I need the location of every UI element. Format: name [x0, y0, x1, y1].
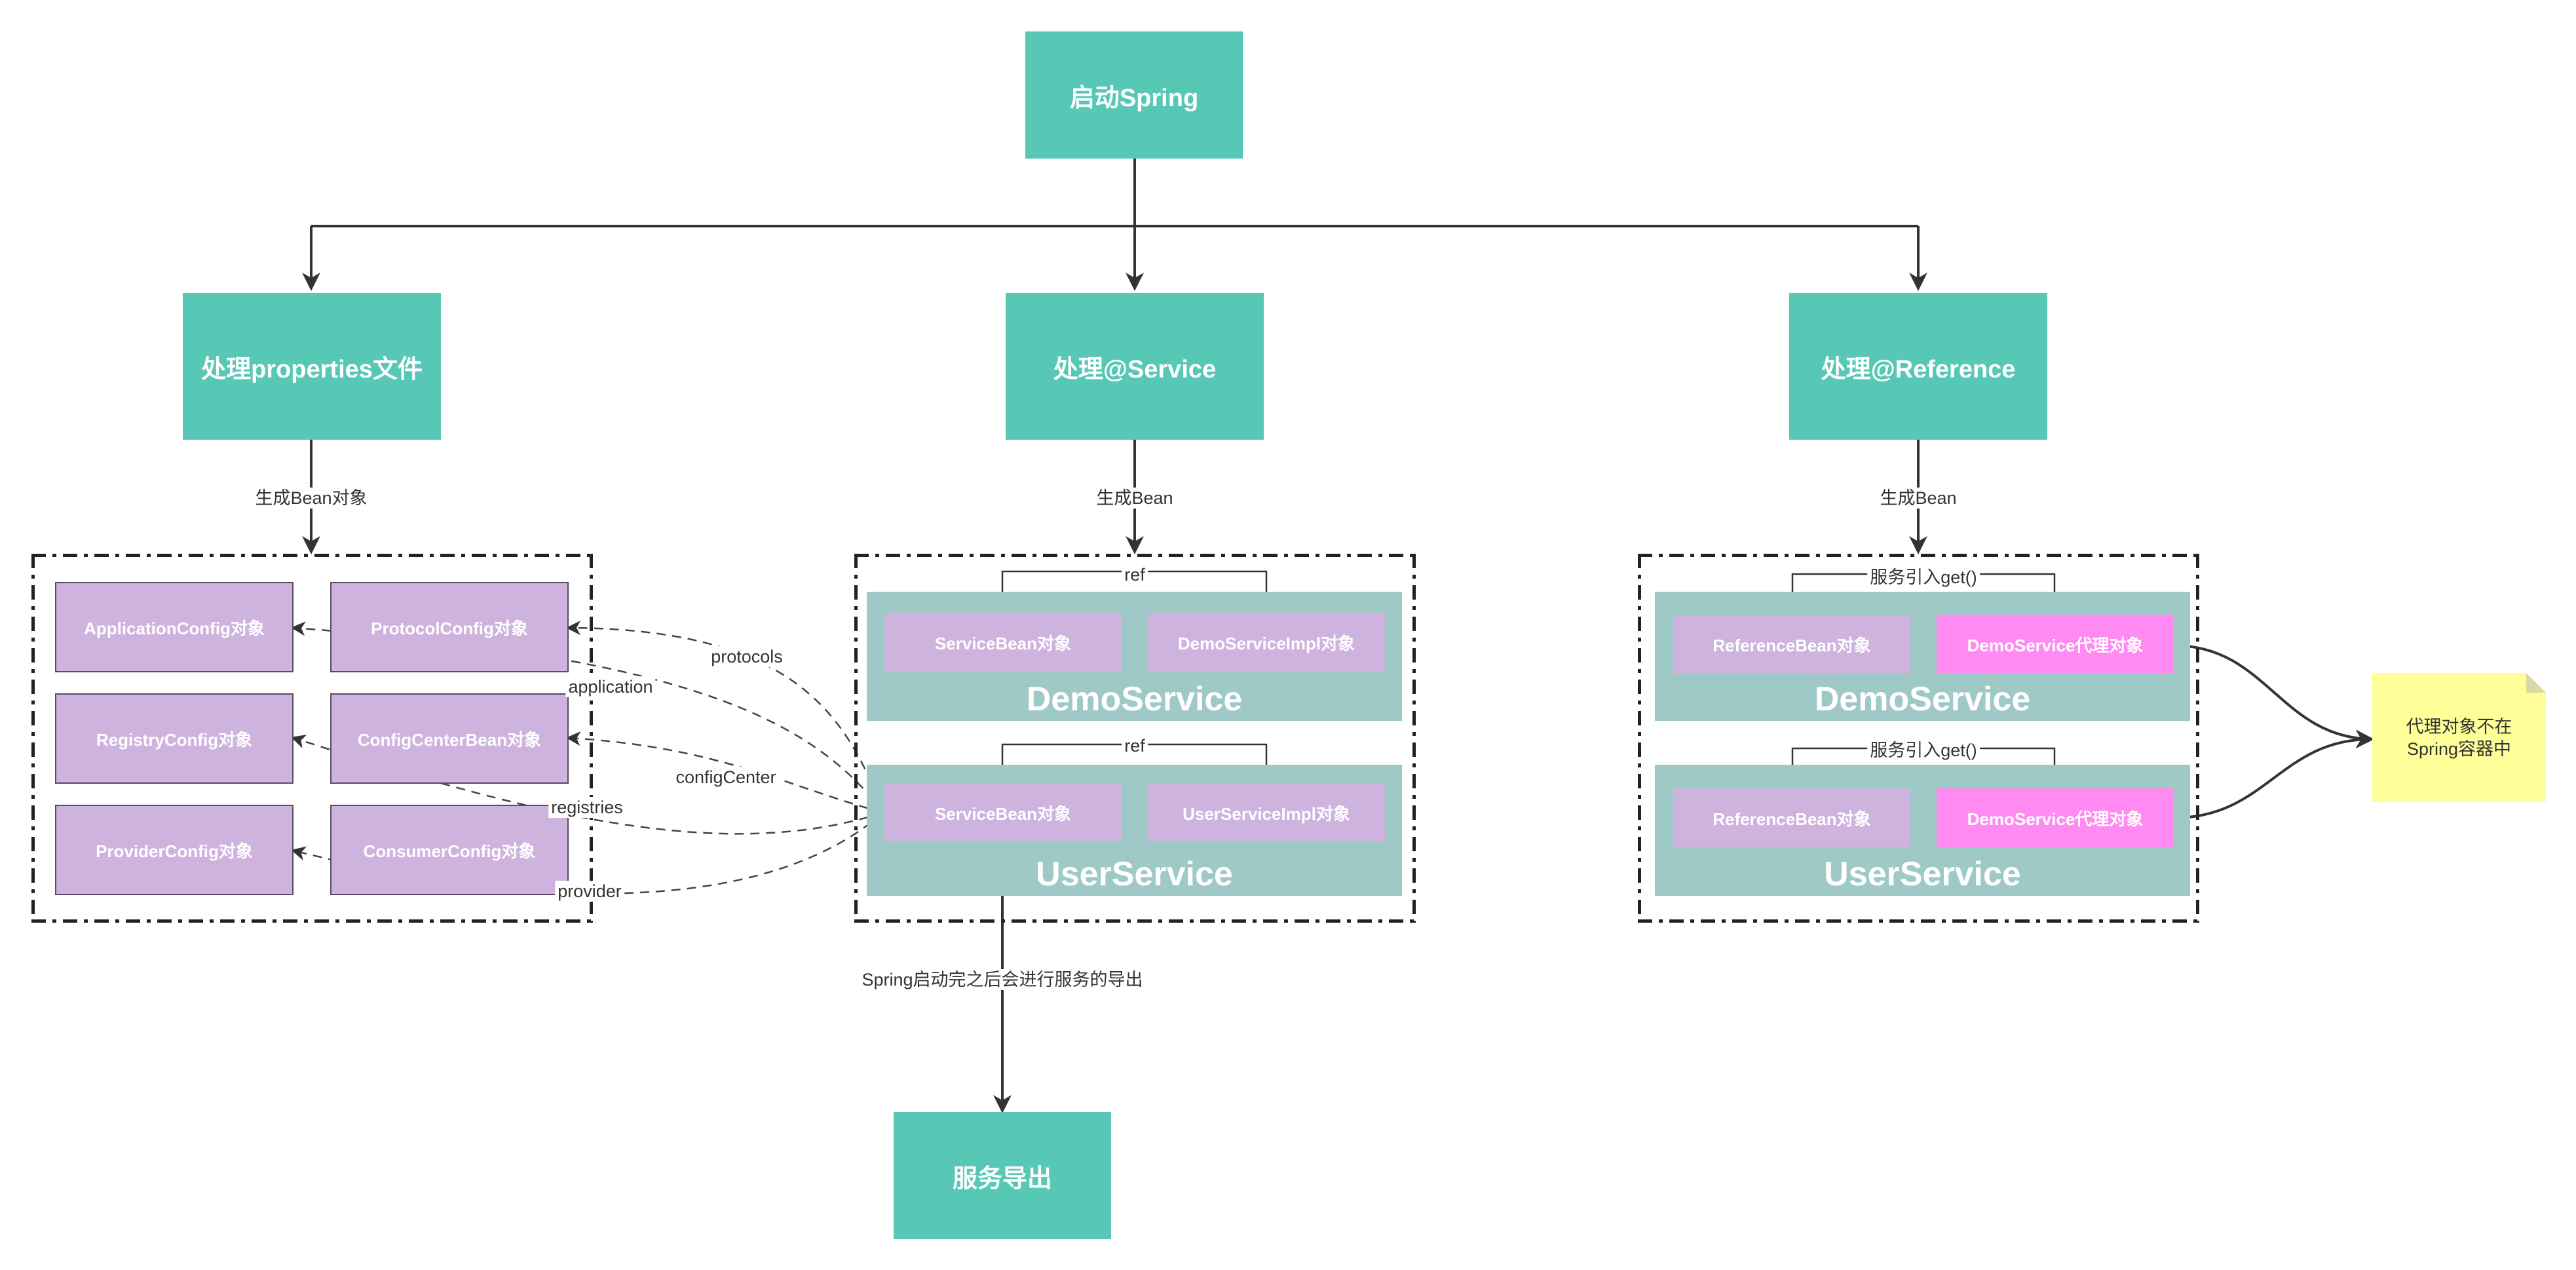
properties-node: 处理properties文件	[183, 293, 441, 440]
consumer-config-label: ConsumerConfig对象	[363, 841, 536, 861]
provider-config-box: ProviderConfig对象	[55, 805, 294, 895]
reference-demo-proxy-box: DemoService代理对象	[1937, 615, 2174, 674]
config-center-bean-box: ConfigCenterBean对象	[330, 693, 569, 784]
reference-user-proxy-label: DemoService代理对象	[1967, 809, 2144, 829]
edge-proxy-demo-note	[2173, 644, 2374, 748]
service-node: 处理@Service	[1006, 293, 1264, 440]
start-spring-node: 启动Spring	[1025, 31, 1243, 159]
edge-label-ref-get-demo: 服务引入get()	[1867, 567, 1980, 588]
reference-demo-title: DemoService	[1814, 680, 2031, 718]
reference-label: 处理@Reference	[1821, 355, 2016, 383]
user-service-impl-label: UserServiceImpl对象	[1183, 803, 1350, 824]
proxy-note: 代理对象不在 Spring容器中	[2372, 673, 2546, 802]
application-config-label: ApplicationConfig对象	[84, 618, 265, 638]
reference-demo-bean-box: ReferenceBean对象	[1673, 615, 1910, 674]
protocol-config-box: ProtocolConfig对象	[330, 582, 569, 672]
start-spring-label: 启动Spring	[1069, 84, 1199, 112]
config-center-bean-label: ConfigCenterBean对象	[357, 729, 542, 750]
edge-label-gen-bean-reference: 生成Bean	[1877, 488, 1960, 509]
edge-label-configcenter: configCenter	[673, 767, 779, 788]
user-service-bean-box: ServiceBean对象	[884, 783, 1122, 842]
reference-user-title: UserService	[1824, 855, 2021, 893]
reference-demo-proxy-label: DemoService代理对象	[1967, 635, 2144, 655]
demo-service-bean-label: ServiceBean对象	[934, 633, 1072, 653]
edge-proxy-user-note	[2173, 730, 2374, 819]
protocol-config-label: ProtocolConfig对象	[371, 618, 528, 638]
user-service-title: UserService	[1036, 855, 1233, 893]
provider-config-label: ProviderConfig对象	[96, 841, 253, 861]
proxy-note-text: 代理对象不在 Spring容器中	[2406, 716, 2512, 760]
demo-service-impl-box: DemoServiceImpl对象	[1148, 613, 1385, 672]
edge-label-ref-get-user: 服务引入get()	[1867, 740, 1980, 761]
registry-config-label: RegistryConfig对象	[96, 729, 253, 750]
edge-label-gen-bean-service: 生成Bean	[1093, 488, 1176, 509]
demo-service-bean-box: ServiceBean对象	[884, 613, 1122, 672]
service-export-node: 服务导出	[894, 1112, 1111, 1239]
note-fold-corner	[2526, 673, 2546, 693]
registry-config-box: RegistryConfig对象	[55, 693, 294, 784]
edge-label-gen-bean-obj: 生成Bean对象	[252, 488, 370, 509]
edge-label-export: Spring启动完之后会进行服务的导出	[859, 969, 1146, 990]
user-service-bean-label: ServiceBean对象	[934, 803, 1072, 824]
demo-service-title: DemoService	[1026, 680, 1243, 718]
reference-node: 处理@Reference	[1789, 293, 2047, 440]
edge-label-ref-demo: ref	[1122, 564, 1148, 585]
consumer-config-box: ConsumerConfig对象	[330, 805, 569, 895]
edge-label-protocols: protocols	[708, 646, 786, 667]
reference-user-proxy-box: DemoService代理对象	[1937, 788, 2174, 847]
demo-service-impl-label: DemoServiceImpl对象	[1177, 633, 1355, 653]
reference-user-bean-box: ReferenceBean对象	[1673, 788, 1910, 847]
proxy-note-line2: Spring容器中	[2406, 739, 2512, 759]
user-service-impl-box: UserServiceImpl对象	[1148, 783, 1385, 842]
reference-user-bean-label: ReferenceBean对象	[1713, 809, 1871, 829]
edge-label-registries: registries	[548, 797, 626, 818]
service-label: 处理@Service	[1053, 355, 1217, 383]
service-export-label: 服务导出	[952, 1164, 1052, 1193]
reference-demo-bean-label: ReferenceBean对象	[1713, 635, 1871, 655]
properties-label: 处理properties文件	[201, 355, 423, 383]
edge-label-provider: provider	[555, 881, 624, 902]
proxy-note-line1: 代理对象不在	[2406, 716, 2512, 737]
edge-label-application: application	[565, 676, 656, 697]
application-config-box: ApplicationConfig对象	[55, 582, 294, 672]
edge-label-ref-user: ref	[1122, 735, 1148, 756]
